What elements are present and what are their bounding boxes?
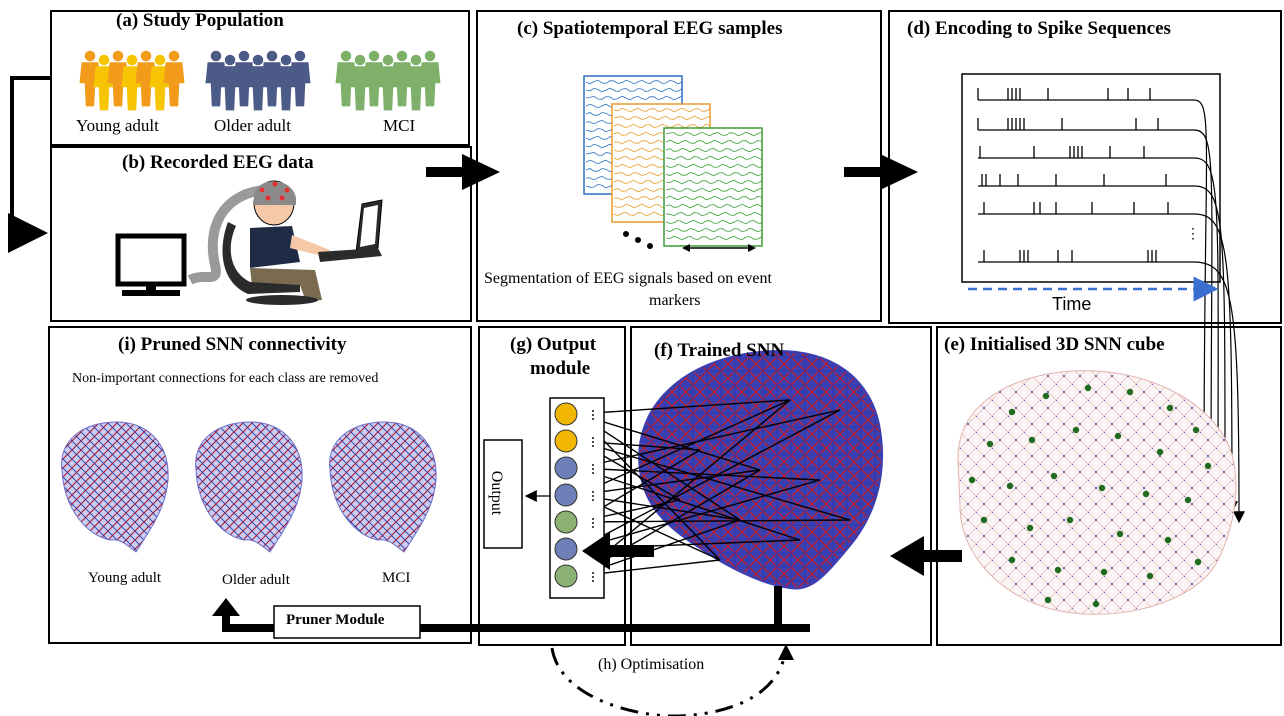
output-label: Output: [488, 470, 506, 516]
ellipsis-dots: [623, 231, 653, 249]
optimisation-arrowhead: [778, 644, 794, 660]
group-label-young: Young adult: [76, 116, 159, 135]
panel-c-caption-line1: Segmentation of EEG signals based on eve…: [484, 270, 772, 287]
panel-c-title: (c) Spatiotemporal EEG samples: [517, 18, 783, 39]
optimisation-loop: [550, 647, 788, 716]
class-label-young: Young adult: [88, 570, 162, 586]
trained-snn-network: [638, 350, 884, 590]
class-label-mci: MCI: [382, 570, 411, 586]
class-label-older: Older adult: [222, 572, 290, 588]
output-box: [483, 439, 523, 549]
output-connections: [577, 399, 851, 577]
pruner-feedback-up: [222, 612, 230, 632]
spike-ellipsis: ⋮: [1186, 227, 1200, 242]
panel-a-title: (a) Study Population: [116, 10, 284, 31]
panel-b-title: (b) Recorded EEG data: [122, 152, 314, 173]
spike-trains: [977, 88, 1194, 263]
eeg-cable-icon: [187, 185, 271, 285]
time-axis-label: Time: [1052, 294, 1092, 314]
panel-e-title: (e) Initialised 3D SNN cube: [944, 334, 1165, 355]
output-selection-arrow: [582, 532, 654, 570]
panel-g-title-line2: module: [530, 358, 591, 379]
flow-arrow-a-to-b: [8, 76, 50, 253]
young-adult-figures: [79, 50, 185, 111]
spike-raster-frame: [961, 73, 1221, 283]
cube-input-neurons: [968, 384, 1212, 608]
group-label-mci: MCI: [383, 116, 416, 135]
panel-i-title: (i) Pruned SNN connectivity: [118, 334, 347, 355]
spike-input-curves: [1193, 99, 1245, 524]
output-neurons: [554, 402, 594, 588]
computer-monitor-icon: [115, 233, 187, 296]
pruned-network-young: [61, 421, 169, 553]
mci-figures: [335, 50, 441, 111]
laptop-icon: [318, 199, 383, 262]
initialised-snn-cube: [957, 370, 1237, 615]
flow-arrow-c-to-d: [844, 154, 918, 190]
snn-to-pruner-stem: [774, 586, 782, 626]
flow-arrow-b-to-c: [426, 154, 500, 190]
flow-arrow-e-to-f: [890, 536, 962, 576]
person-with-eeg-cap-icon: [222, 180, 330, 305]
panel-d-title: (d) Encoding to Spike Sequences: [907, 18, 1171, 39]
panel-i-subtitle: Non-important connections for each class…: [72, 371, 379, 386]
pruned-network-older: [195, 421, 303, 553]
group-label-older: Older adult: [214, 116, 291, 135]
optimisation-label: (h) Optimisation: [598, 656, 705, 673]
panel-g-title-line1: (g) Output: [510, 334, 597, 355]
eeg-sample-sheets: [583, 75, 763, 247]
pruned-network-mci: [329, 421, 437, 553]
segment-width-arrow: [682, 244, 756, 252]
older-adult-figures: [205, 50, 311, 111]
pruner-module-box: [273, 605, 421, 639]
panel-f-title: (f) Trained SNN: [654, 340, 785, 361]
pruner-feedback-line: [222, 624, 810, 632]
eeg-sheet: [663, 127, 763, 247]
pruner-module-label: Pruner Module: [286, 612, 385, 628]
pruner-feedback-arrowhead: [212, 598, 240, 616]
panel-c-caption-line2: markers: [649, 292, 701, 309]
